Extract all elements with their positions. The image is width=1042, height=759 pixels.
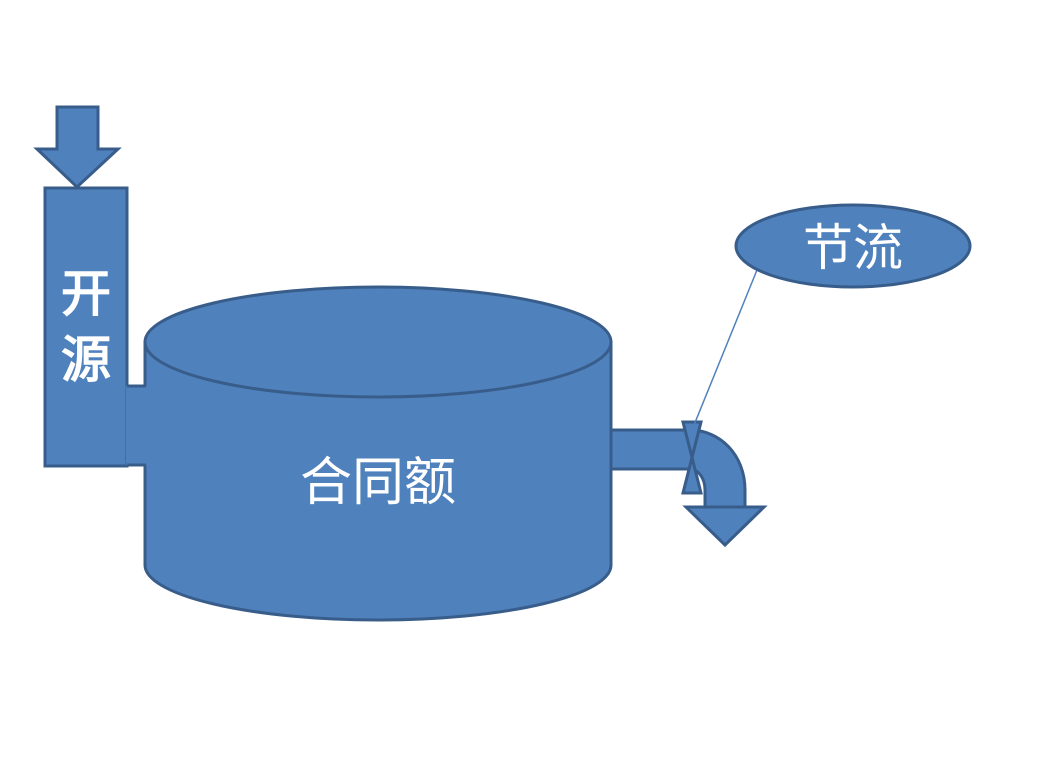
valve-callout-label: 节流 bbox=[803, 219, 903, 277]
inflow-arrow-icon bbox=[33, 105, 122, 190]
inflow-label-line-2: 源 bbox=[61, 331, 111, 389]
outflow-pipe bbox=[606, 428, 747, 509]
callout-leader-line bbox=[691, 269, 758, 431]
outflow-arrow-icon bbox=[682, 505, 768, 548]
inflow-pipe bbox=[43, 186, 129, 468]
tank-body bbox=[143, 340, 613, 622]
inflow-label-line-1: 开 bbox=[61, 265, 111, 323]
tank-top bbox=[143, 285, 613, 399]
tank-label: 合同额 bbox=[300, 453, 456, 513]
valve-callout bbox=[734, 203, 972, 289]
